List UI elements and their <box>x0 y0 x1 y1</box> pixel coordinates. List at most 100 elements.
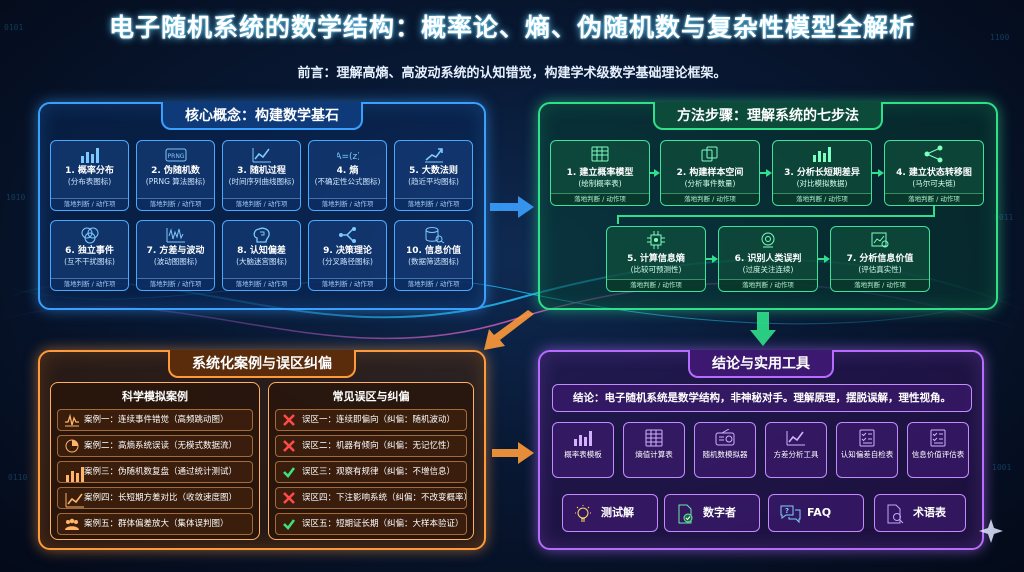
myth-item-text: 误区三：观察有规律（纠偏：不增信息） <box>302 467 456 477</box>
method-step-footer: 落地判断 / 动作项 <box>885 193 983 205</box>
venn-icon <box>51 226 128 244</box>
concept-card-name: 4. 熵 <box>336 166 359 176</box>
grid-table-icon <box>624 429 684 447</box>
arrow-down-icon <box>750 312 776 346</box>
concept-card-footer: 落地判断 / 动作项 <box>309 198 386 210</box>
wave-chart-icon <box>137 226 214 244</box>
svg-text:PRNG: PRNG <box>167 153 184 160</box>
brain-icon <box>223 226 300 244</box>
concept-card[interactable]: PRNG 2. 伪随机数 (PRNG 算法图标) 落地判断 / 动作项 <box>136 140 215 211</box>
tool-card-name: 概率表模板 <box>564 450 602 459</box>
tool-card[interactable]: 认知偏差自检表 <box>836 422 898 478</box>
sparkle-icon <box>979 519 1003 543</box>
concept-card-name: 3. 随机过程 <box>237 166 286 176</box>
cases-header: 系统化案例与误区纠偏 <box>168 350 356 378</box>
tool-card[interactable]: 信息价值评估表 <box>907 422 969 478</box>
method-step-name: 6. 识别人类误判 <box>734 254 802 264</box>
concept-card-name: 2. 伪随机数 <box>151 166 200 176</box>
trend-up-icon <box>395 146 472 164</box>
conclusion-text: 结论：电子随机系统是数学结构，非神秘对手。理解原理，摆脱误解，理性视角。 <box>552 384 972 412</box>
case-item-text: 案例二：高熵系统误读（无模式数据流） <box>84 441 238 451</box>
resource-button[interactable]: 测试解 <box>562 494 658 532</box>
method-step[interactable]: 3. 分析长短期差异 (对比模拟数据) 落地判断 / 动作项 <box>772 140 872 206</box>
fork-icon <box>309 226 386 244</box>
svg-text:1001: 1001 <box>992 463 1011 472</box>
svg-text:0110: 0110 <box>8 473 27 482</box>
case-item[interactable]: 案例五：群体偏差放大（集体误判图） <box>57 513 253 535</box>
myth-item[interactable]: 误区二：机器有倾向（纠偏：无记忆性） <box>275 435 467 457</box>
conclusion-header: 结论与实用工具 <box>688 350 834 378</box>
concept-card-footer: 落地判断 / 动作项 <box>223 198 300 210</box>
page-subtitle: 前言：理解高熵、高波动系统的认知错觉，构建学术级数学基础理论框架。 <box>297 66 727 81</box>
concept-card-sub: (分叉路径图标) <box>322 257 373 266</box>
concept-card[interactable]: 10. 信息价值 (数据筛选图标) 落地判断 / 动作项 <box>394 220 473 291</box>
arrow-down-left-icon <box>484 310 534 350</box>
tool-card[interactable]: 方差分析工具 <box>765 422 827 478</box>
tool-card[interactable]: 熵值计算表 <box>623 422 685 478</box>
bar-chart-icon <box>553 429 613 447</box>
resource-button[interactable]: 数字者 <box>664 494 760 532</box>
tool-card[interactable]: 概率表模板 <box>552 422 614 478</box>
method-step-name: 3. 分析长短期差异 <box>784 168 860 178</box>
method-step[interactable]: 7. 分析信息价值 (评估真实性) 落地判断 / 动作项 <box>830 226 930 292</box>
simulation-cases-title: 科学模拟案例 <box>122 390 188 403</box>
myth-item-text: 误区四：下注影响系统（纠偏：不改变概率） <box>302 493 467 503</box>
case-item[interactable]: 案例三：伪随机数复盘（通过统计测试） <box>57 461 253 483</box>
method-step-footer: 落地判断 / 动作项 <box>773 193 871 205</box>
tool-card-name: 方差分析工具 <box>773 450 819 459</box>
myth-item[interactable]: 误区三：观察有规律（纠偏：不增信息） <box>275 461 467 483</box>
method-step-name: 7. 分析信息价值 <box>846 254 914 264</box>
tool-card[interactable]: 随机数模拟器 <box>694 422 756 478</box>
line-chart-icon <box>766 429 826 447</box>
svg-text:?: ? <box>785 507 789 515</box>
concept-card[interactable]: 7. 方差与波动 (波动图图标) 落地判断 / 动作项 <box>136 220 215 291</box>
concept-card-name: 8. 认知偏差 <box>237 246 286 256</box>
case-item-text: 案例五：群体偏差放大（集体误判图） <box>84 519 229 529</box>
method-step[interactable]: 6. 识别人类误判 (过度关注连续) 落地判断 / 动作项 <box>718 226 818 292</box>
concept-card[interactable]: 9. 决策理论 (分叉路径图标) 落地判断 / 动作项 <box>308 220 387 291</box>
case-item-text: 案例一：连续事件错觉（高频跳动图） <box>84 415 229 425</box>
concept-card[interactable]: 5. 大数法则 (趋近平均图标) 落地判断 / 动作项 <box>394 140 473 211</box>
checklist-icon <box>908 429 968 447</box>
resource-button[interactable]: 术语表 <box>874 494 966 532</box>
method-step[interactable]: 1. 建立概率模型 (绘制概率表) 落地判断 / 动作项 <box>550 140 650 206</box>
method-step[interactable]: 2. 构建样本空间 (分析事件数量) 落地判断 / 动作项 <box>660 140 760 206</box>
concept-card[interactable]: 8. 认知偏差 (大脑迷宫图标) 落地判断 / 动作项 <box>222 220 301 291</box>
prng-icon: PRNG <box>137 146 214 164</box>
concept-card[interactable]: 1. 概率分布 (分布表图标) 落地判断 / 动作项 <box>50 140 129 211</box>
method-step-name: 1. 建立概率模型 <box>566 168 634 178</box>
case-item[interactable]: 案例一：连续事件错觉（高频跳动图） <box>57 409 253 431</box>
formula-icon: A=(z) <box>309 146 386 164</box>
myth-item[interactable]: 误区五：短期证长期（纠偏：大样本验证） <box>275 513 467 535</box>
method-step-sub: (比较可预测性) <box>630 265 682 274</box>
myth-item[interactable]: 误区四：下注影响系统（纠偏：不改变概率） <box>275 487 467 509</box>
checklist-icon <box>837 429 897 447</box>
method-step-sub: (马尔可夫链) <box>912 179 956 188</box>
method-steps-header: 方法步骤：理解系统的七步法 <box>653 102 883 130</box>
bar-chart-icon <box>51 146 128 164</box>
myth-item-text: 误区五：短期证长期（纠偏：大样本验证） <box>302 519 464 529</box>
tool-card-name: 信息价值评估表 <box>911 450 965 459</box>
concept-card-sub: (大脑迷宫图标) <box>236 257 287 266</box>
concept-card[interactable]: 6. 独立事件 (互不干扰图标) 落地判断 / 动作项 <box>50 220 129 291</box>
simulation-cases-box: 科学模拟案例 案例一：连续事件错觉（高频跳动图） 案例二：高熵系统误读（无模式数… <box>50 382 260 540</box>
case-item[interactable]: 案例二：高熵系统误读（无模式数据流） <box>57 435 253 457</box>
concept-card-footer: 落地判断 / 动作项 <box>51 278 128 290</box>
myth-item-text: 误区二：机器有倾向（纠偏：无记忆性） <box>302 441 456 451</box>
method-step[interactable]: 5. 计算信息熵 (比较可预测性) 落地判断 / 动作项 <box>606 226 706 292</box>
concept-card-footer: 落地判断 / 动作项 <box>309 278 386 290</box>
svg-text:A=(z): A=(z) <box>337 152 359 162</box>
concept-card-footer: 落地判断 / 动作项 <box>137 278 214 290</box>
resource-button[interactable]: ? FAQ <box>768 494 864 532</box>
concept-card-sub: (波动图图标) <box>153 257 198 266</box>
myths-box: 常见误区与纠偏 误区一：连续即偏向（纠偏：随机波动） 误区二：机器有倾向（纠偏：… <box>268 382 474 540</box>
method-step-sub: (分析事件数量) <box>684 179 736 188</box>
myth-item[interactable]: 误区一：连续即偏向（纠偏：随机波动） <box>275 409 467 431</box>
method-step[interactable]: 4. 建立状态转移图 (马尔可夫链) 落地判断 / 动作项 <box>884 140 984 206</box>
concept-card[interactable]: 3. 随机过程 (时间序列曲线图标) 落地判断 / 动作项 <box>222 140 301 211</box>
method-step-footer: 落地判断 / 动作项 <box>831 279 929 291</box>
concept-card-footer: 落地判断 / 动作项 <box>223 278 300 290</box>
case-item[interactable]: 案例四：长短期方差对比（收敛速度图） <box>57 487 253 509</box>
concept-card-name: 6. 独立事件 <box>65 246 114 256</box>
concept-card[interactable]: A=(z) 4. 熵 (不确定性公式图标) 落地判断 / 动作项 <box>308 140 387 211</box>
